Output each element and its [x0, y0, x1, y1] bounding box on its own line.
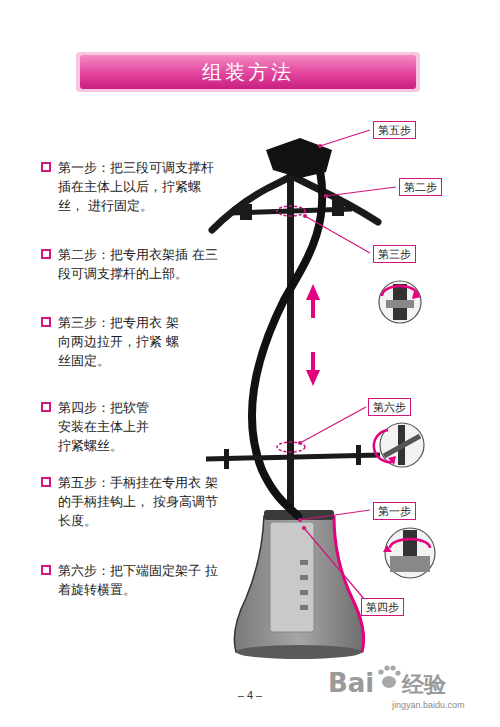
detail-screw-upper [379, 281, 421, 323]
lower-collar [277, 442, 305, 452]
callout-text: 第六步 [373, 400, 406, 414]
step-text: 第五步：手柄挂在专用衣 架的手柄挂钩上， 按身高调节长度。 [58, 473, 218, 530]
page-title: 组装方法 [80, 59, 416, 86]
callout-text: 第二步 [404, 180, 437, 194]
callout-text: 第四步 [366, 600, 399, 614]
step-callout: 第二步 [399, 178, 442, 196]
height-arrows [306, 284, 320, 386]
callout-text: 第五步 [378, 123, 411, 137]
step-text: 第一步：把三段可调支撑杆 插在主体上以后，拧紧螺丝， 进行固定。 [58, 158, 226, 215]
step-callout: 第一步 [373, 502, 416, 520]
callout-text: 第一步 [378, 504, 411, 518]
detail-screw-lower [383, 528, 435, 578]
step-text: 第二步：把专用衣架插 在三段可调支撑杆的上部。 [58, 245, 226, 283]
step-callout: 第六步 [368, 398, 411, 416]
leader-dots [298, 144, 328, 530]
lower-bar [206, 455, 380, 459]
step-callout: 第三步 [373, 245, 416, 263]
base-foot [236, 645, 362, 659]
lower-bar-end [356, 445, 361, 465]
title-band-shadow [76, 52, 420, 92]
base-body [234, 516, 363, 652]
detail-clamp [374, 423, 424, 467]
hanger-clip [240, 204, 252, 220]
page-number: – 4 – [230, 689, 270, 701]
title-band [80, 55, 416, 89]
watermark-paw [378, 665, 400, 688]
base-trim [334, 516, 364, 652]
upper-collar [277, 206, 305, 216]
hanger-clip [332, 200, 344, 216]
step-text: 第六步：把下端固定架子 拉着旋转横置。 [58, 561, 218, 599]
hanger [212, 176, 378, 230]
lower-bar-end [224, 449, 229, 469]
step-callout: 第四步 [361, 598, 404, 616]
watermark: jingyan.baidu.com [392, 700, 465, 710]
bullets [42, 163, 50, 574]
callout-text: 第三步 [378, 247, 411, 261]
panel-buttons [300, 560, 308, 610]
step-text: 第三步：把专用衣 架向两边拉开，拧紧 螺丝固定。 [58, 313, 186, 370]
leader-lines [300, 130, 396, 606]
front-panel [270, 522, 314, 632]
watermark: 经验 [402, 670, 446, 700]
step-callout: 第五步 [373, 121, 416, 139]
hose [252, 170, 322, 516]
step-text: 第四步：把软管 安装在主体上并 拧紧螺丝。 [58, 398, 163, 455]
watermark: Bai [328, 668, 374, 698]
